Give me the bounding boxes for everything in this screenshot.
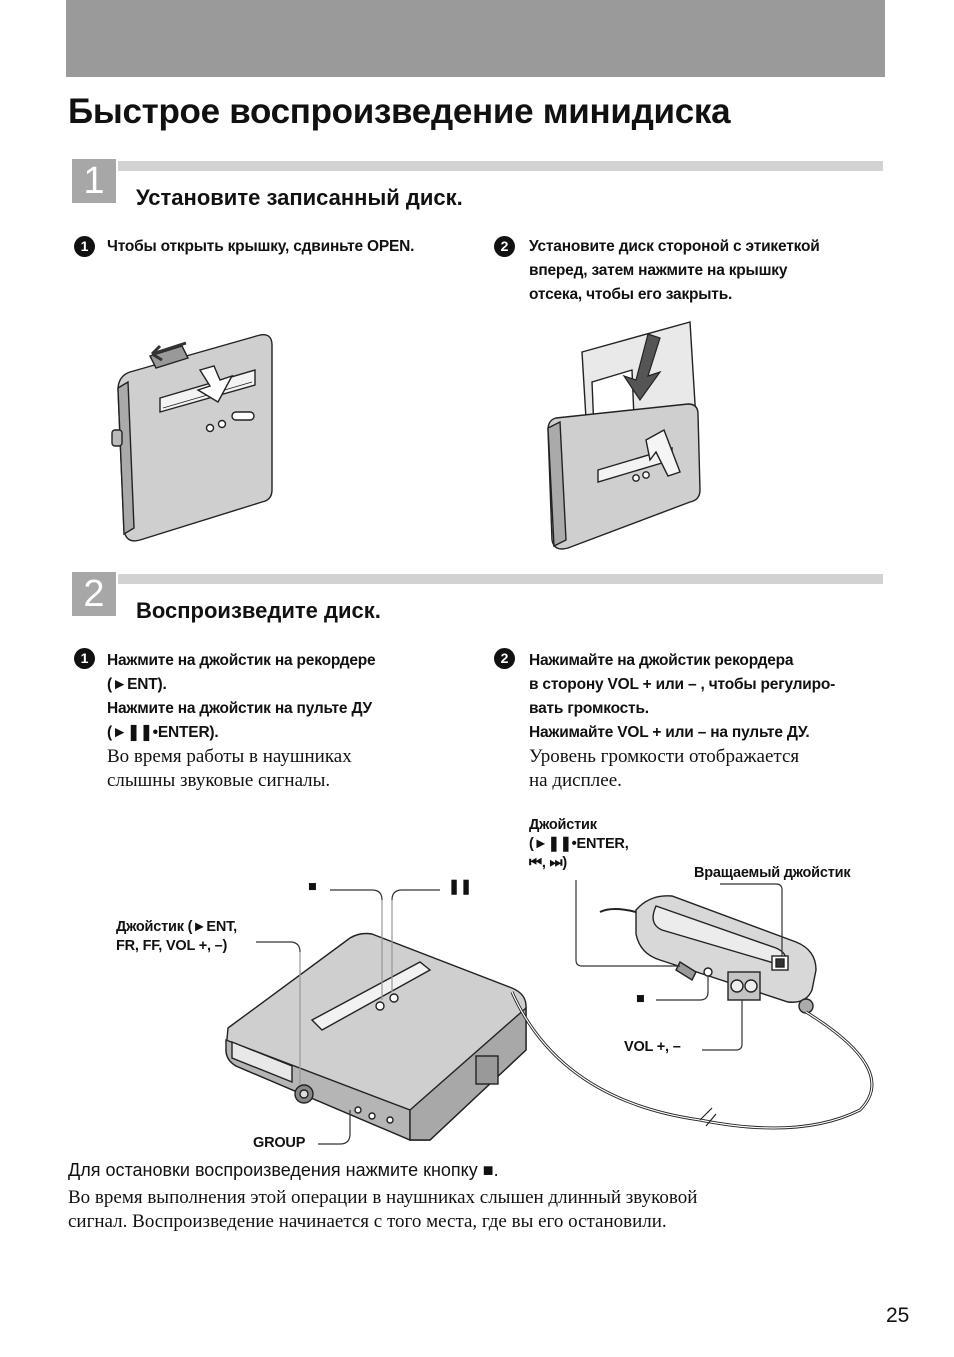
- stop-instruction: Для остановки воспроизведения нажмите кн…: [68, 1160, 499, 1180]
- stop-label: ■: [308, 879, 317, 895]
- header-bar: [66, 0, 885, 77]
- step2-sub2-bold-line: Нажимайте VOL + или – на пульте ДУ.: [529, 724, 810, 741]
- step2-sub2-plain-line: Уровень громкости отображается: [529, 746, 800, 767]
- step2-heading: Воспроизведите диск.: [136, 598, 381, 623]
- step2-sub1-plain-line: Во время работы в наушниках: [107, 746, 352, 767]
- step1-sub2-line: вперед, затем нажмите на крышку: [529, 262, 788, 279]
- step2-sub2-text: Нажимайте на джойстик рекордера в сторон…: [529, 649, 835, 793]
- step1-sub2-number: 2: [494, 236, 515, 257]
- pause-label: ❚❚: [448, 879, 472, 895]
- joystick-recorder-line: FR, FF, VOL +, –): [116, 938, 228, 954]
- joystick-recorder-label: Джойстик (►ENT, FR, FF, VOL +, –): [116, 918, 237, 956]
- step1-sub1-text: Чтобы открыть крышку, сдвиньте OPEN.: [107, 238, 415, 255]
- step1-sub2-line: Установите диск стороной с этикеткой: [529, 238, 820, 255]
- step1-heading: Установите записанный диск.: [136, 185, 463, 210]
- joystick-remote-line: (►❚❚•ENTER,: [529, 836, 629, 852]
- step1-number: 1: [72, 159, 116, 203]
- footer-line: Во время выполнения этой операции в науш…: [68, 1187, 698, 1208]
- joystick-remote-line: Джойстик: [529, 817, 597, 833]
- page-number: 25: [886, 1304, 910, 1327]
- step2-sub2-bold-line: Нажимайте на джойстик рекордера: [529, 652, 794, 669]
- step1-sub1-number: 1: [74, 236, 95, 257]
- step2-sub1-bold-line: Нажмите на джойстик на рекордере: [107, 652, 376, 669]
- step2-sub2-bold-line: в сторону VOL + или – , чтобы регулиро-: [529, 676, 836, 693]
- joystick-remote-label: Джойстик (►❚❚•ENTER, ⏮, ⏭): [529, 816, 629, 873]
- step2-sub1-plain-line: слышны звуковые сигналы.: [107, 770, 331, 791]
- step1-rule: [118, 161, 883, 171]
- footer-line: сигнал. Воспроизведение начинается с тог…: [68, 1211, 667, 1232]
- page-title: Быстрое воспроизведение минидиска: [68, 92, 731, 131]
- joystick-recorder-line: Джойстик (►ENT,: [116, 919, 237, 935]
- vol-label: VOL +, –: [624, 1039, 681, 1055]
- step2-sub1-text: Нажмите на джойстик на рекордере (►ENT).…: [107, 649, 376, 793]
- remote-stop-label: ■: [636, 991, 645, 1007]
- rotary-joystick-label: Вращаемый джойстик: [694, 865, 851, 881]
- step2-sub1-number: 1: [74, 648, 95, 669]
- group-label: GROUP: [253, 1135, 306, 1151]
- step2-rule: [118, 574, 883, 584]
- joystick-remote-line: ⏮, ⏭): [529, 855, 567, 871]
- step2-sub1-bold-line: Нажмите на джойстик на пульте ДУ: [107, 700, 372, 717]
- step2-sub1-bold-line: (►ENT).: [107, 676, 167, 693]
- step2-sub1-bold-line: (►❚❚•ENTER).: [107, 724, 219, 741]
- step2-sub2-bold-line: вать громкость.: [529, 700, 649, 717]
- step2-sub2-plain-line: на дисплее.: [529, 770, 622, 791]
- step2-sub2-number: 2: [494, 648, 515, 669]
- step2-number: 2: [72, 572, 116, 616]
- footer-text: Во время выполнения этой операции в науш…: [68, 1186, 697, 1234]
- step1-sub2-line: отсека, чтобы его закрыть.: [529, 286, 733, 303]
- step1-sub2-text: Установите диск стороной с этикеткой впе…: [529, 235, 820, 307]
